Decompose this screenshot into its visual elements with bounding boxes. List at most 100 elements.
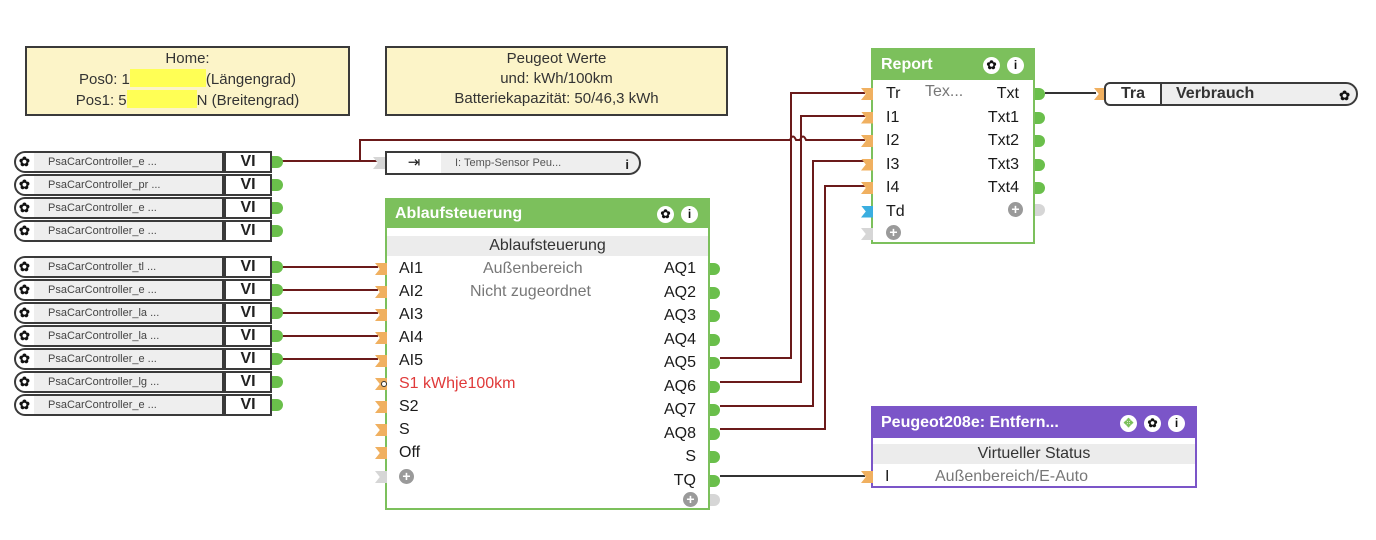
variable-cap[interactable]: ✿	[14, 197, 36, 219]
report-output-port[interactable]	[1035, 135, 1045, 147]
ablauf-output-port[interactable]	[710, 380, 720, 393]
gear-icon[interactable]: ✿	[19, 351, 30, 366]
status-header[interactable]: Peugeot208e: Entfern... ✥ ✿ i	[873, 408, 1195, 438]
ablauf-output-port[interactable]	[710, 451, 720, 463]
report-input-port[interactable]	[861, 205, 873, 218]
ablauf-input-port[interactable]	[375, 447, 387, 459]
ablaufsteuerung-block[interactable]: Ablaufsteuerung ✿ i Ablaufsteuerung Auße…	[375, 198, 720, 510]
variable-output-port[interactable]	[272, 353, 283, 365]
ablauf-input-port[interactable]	[375, 332, 387, 344]
add-output-icon[interactable]: +	[1008, 202, 1023, 217]
variable-cap[interactable]: ✿	[14, 371, 36, 393]
report-input-port[interactable]	[861, 182, 873, 194]
variable-output-port[interactable]	[272, 202, 283, 214]
report-input-port[interactable]	[861, 88, 873, 100]
gear-icon[interactable]: ✿	[1339, 88, 1350, 103]
variable-output-port[interactable]	[272, 156, 283, 168]
gear-icon[interactable]: ✿	[19, 154, 30, 169]
add-output-port[interactable]	[1035, 204, 1045, 216]
report-input-port[interactable]	[861, 111, 873, 124]
add-input-port[interactable]	[375, 471, 387, 483]
variable-cap[interactable]: ✿	[14, 151, 36, 173]
variable-row[interactable]: ✿PsaCarController_lg ...VI	[14, 371, 283, 393]
ablauf-output-port[interactable]	[710, 474, 720, 487]
variable-cap[interactable]: ✿	[14, 279, 36, 301]
variable-row[interactable]: ✿PsaCarController_e ...VI	[14, 394, 283, 416]
report-input-port[interactable]	[861, 158, 873, 171]
gear-icon[interactable]: ✿	[19, 374, 30, 389]
variable-cap[interactable]: ✿	[14, 302, 36, 324]
report-output-port[interactable]	[1035, 158, 1045, 171]
info-icon[interactable]: i	[1007, 57, 1024, 74]
status-input-port[interactable]	[861, 471, 873, 483]
variable-output-port[interactable]	[272, 179, 283, 191]
info-icon[interactable]: i	[625, 157, 629, 172]
output-node-input-port[interactable]	[1094, 88, 1106, 100]
variable-output-port[interactable]	[272, 225, 283, 237]
gear-icon[interactable]: ✿	[19, 282, 30, 297]
gear-icon[interactable]: ✿	[19, 328, 30, 343]
variable-cap[interactable]: ✿	[14, 394, 36, 416]
ablauf-output-port[interactable]	[710, 427, 720, 440]
variable-cap[interactable]: ✿	[14, 256, 36, 278]
info-icon[interactable]: i	[1168, 415, 1185, 432]
variable-cap[interactable]: ✿	[14, 348, 36, 370]
ablauf-header[interactable]: Ablaufsteuerung ✿ i	[387, 200, 708, 228]
ablauf-input-port[interactable]	[375, 424, 387, 436]
variable-row[interactable]: ✿PsaCarController_e ...VI	[14, 197, 283, 219]
variable-row[interactable]: ✿PsaCarController_e ...VI	[14, 151, 283, 173]
variable-row[interactable]: ✿PsaCarController_e ...VI	[14, 279, 283, 301]
variable-row[interactable]: ✿PsaCarController_e ...VI	[14, 220, 283, 242]
variable-row[interactable]: ✿PsaCarController_la ...VI	[14, 325, 283, 347]
ablauf-output-port[interactable]	[710, 404, 720, 416]
report-output-port[interactable]	[1035, 182, 1045, 194]
ablauf-output-port[interactable]	[710, 333, 720, 346]
variable-row[interactable]: ✿PsaCarController_la ...VI	[14, 302, 283, 324]
gear-icon[interactable]: ✿	[19, 223, 30, 238]
variable-output-port[interactable]	[272, 261, 283, 273]
variable-cap[interactable]: ✿	[14, 325, 36, 347]
add-input-icon[interactable]: +	[399, 469, 414, 484]
variable-output-port[interactable]	[272, 330, 283, 342]
gear-icon[interactable]: ✿	[19, 305, 30, 320]
ablauf-input-port[interactable]	[375, 355, 387, 367]
gear-icon[interactable]: ✿	[19, 397, 30, 412]
variable-output-port[interactable]	[272, 376, 283, 388]
ref-input-port[interactable]	[373, 157, 385, 169]
variable-row[interactable]: ✿PsaCarController_tl ...VI	[14, 256, 283, 278]
ablauf-output-port[interactable]	[710, 357, 720, 369]
report-output-port[interactable]	[1035, 111, 1045, 124]
ablauf-output-port[interactable]	[710, 263, 720, 275]
gear-icon[interactable]: ✿	[983, 57, 1000, 74]
gear-icon[interactable]: ✿	[1144, 415, 1161, 432]
report-output-port[interactable]	[1035, 88, 1045, 100]
ablauf-input-port[interactable]	[375, 401, 387, 413]
variable-cap[interactable]: ✿	[14, 220, 36, 242]
ablauf-input-port[interactable]	[375, 309, 387, 321]
ablauf-input-port[interactable]	[375, 286, 387, 298]
ablauf-output-port[interactable]	[710, 310, 720, 322]
add-input-icon[interactable]: +	[886, 225, 901, 240]
info-icon[interactable]: i	[681, 206, 698, 223]
variable-output-port[interactable]	[272, 307, 283, 319]
variable-output-port[interactable]	[272, 399, 283, 411]
gear-icon[interactable]: ✿	[657, 206, 674, 223]
gear-icon[interactable]: ✿	[19, 259, 30, 274]
ablauf-input-port[interactable]	[375, 263, 387, 275]
gear-icon[interactable]: ✿	[19, 200, 30, 215]
temp-sensor-ref-block[interactable]: ⇥ I: Temp-Sensor Peu...i	[373, 151, 641, 175]
variable-row[interactable]: ✿PsaCarController_pr ...VI	[14, 174, 283, 196]
ablauf-output-port[interactable]	[710, 286, 720, 299]
add-output-port[interactable]	[710, 494, 720, 506]
add-output-icon[interactable]: +	[683, 492, 698, 507]
move-icon[interactable]: ✥	[1120, 415, 1137, 432]
output-node-verbrauch[interactable]: Tra Verbrauch✿	[1094, 82, 1358, 106]
add-input-port[interactable]	[861, 228, 873, 240]
status-block[interactable]: Peugeot208e: Entfern... ✥ ✿ i Virtueller…	[861, 406, 1197, 488]
gear-icon[interactable]: ✿	[19, 177, 30, 192]
variable-cap[interactable]: ✿	[14, 174, 36, 196]
report-header[interactable]: Report ✿ i	[873, 50, 1033, 80]
report-input-port[interactable]	[861, 135, 873, 147]
